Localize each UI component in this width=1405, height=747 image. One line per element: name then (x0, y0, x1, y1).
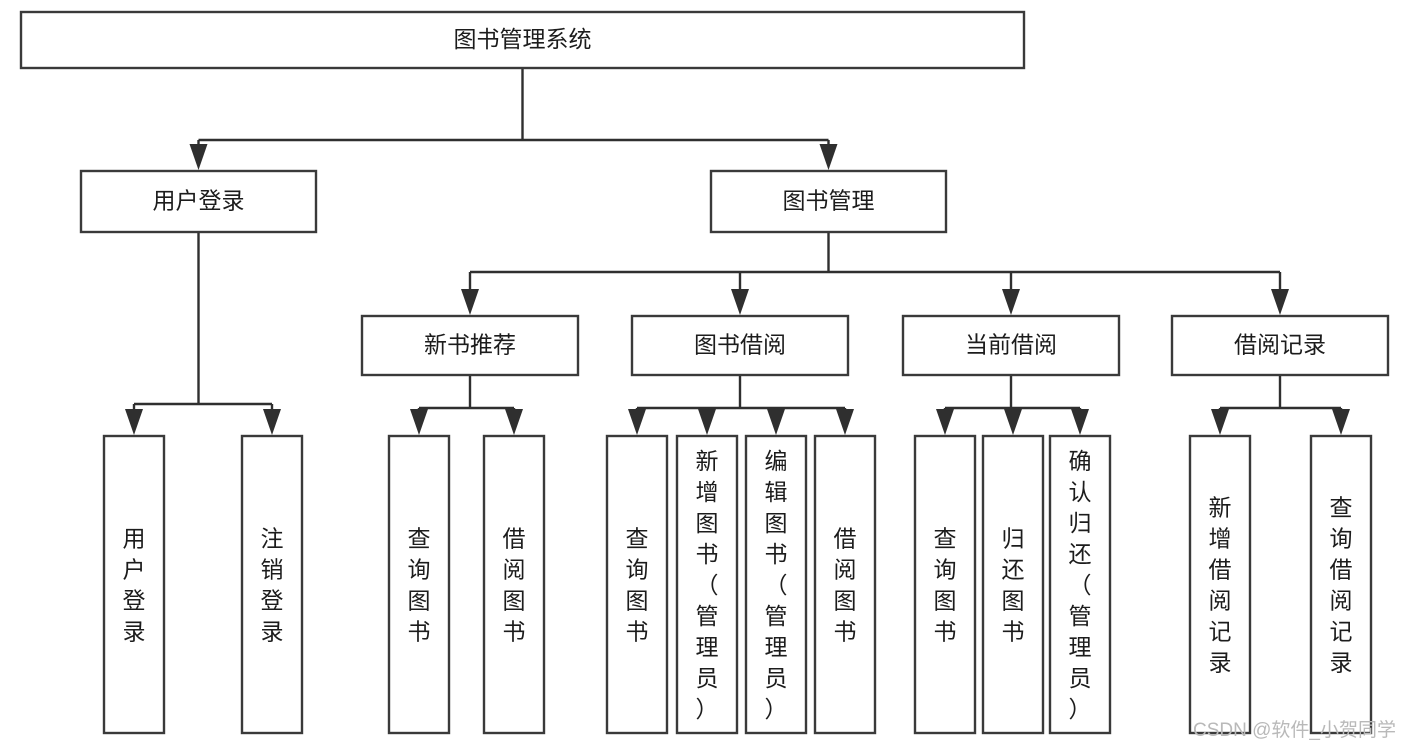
node-label: 用户登录 (123, 526, 146, 645)
arrow-head-icon (461, 289, 479, 315)
node-label: 新增图书（管理员） (696, 448, 719, 722)
node-label: 查询图书 (626, 526, 649, 645)
node-book-borrow[interactable]: 图书借阅 (630, 314, 850, 377)
node-user-login[interactable]: 用户登录 (79, 169, 318, 234)
node-box[interactable] (1188, 434, 1252, 735)
node-label: 查询图书 (408, 526, 431, 645)
arrow-head-icon (836, 409, 854, 435)
node-leaf-add-record[interactable]: 新增借阅记录 (1188, 434, 1252, 735)
node-label: 查询借阅记录 (1330, 495, 1353, 676)
arrow-head-icon (1332, 409, 1350, 435)
node-box[interactable] (482, 434, 546, 735)
node-leaf-query-record[interactable]: 查询借阅记录 (1309, 434, 1373, 735)
connector-group-user-login (125, 232, 281, 435)
node-box[interactable] (387, 434, 451, 735)
node-label: 用户登录 (153, 188, 245, 214)
connector-group-book-manage (461, 232, 1289, 315)
connector-layer (125, 68, 1350, 435)
node-leaf-query-book-2[interactable]: 查询图书 (605, 434, 669, 735)
node-label: 注销登录 (261, 526, 284, 645)
node-box[interactable] (709, 169, 948, 234)
arrow-head-icon (189, 144, 208, 170)
node-leaf-borrow-book-1[interactable]: 借阅图书 (482, 434, 546, 735)
node-label: 借阅图书 (503, 526, 526, 645)
node-leaf-query-book-3[interactable]: 查询图书 (913, 434, 977, 735)
node-leaf-return-book[interactable]: 归还图书 (981, 434, 1045, 735)
node-leaf-confirm-return[interactable]: 确认归还（管理员） (1048, 434, 1112, 735)
arrow-head-icon (1002, 289, 1020, 315)
node-label: 新书推荐 (424, 332, 516, 358)
node-box[interactable] (605, 434, 669, 735)
node-book-manage[interactable]: 图书管理 (709, 169, 948, 234)
node-box[interactable] (79, 169, 318, 234)
connector-group-root (189, 68, 838, 170)
node-label: 新增借阅记录 (1209, 495, 1232, 676)
arrow-head-icon (1271, 289, 1289, 315)
node-new-book-rec[interactable]: 新书推荐 (360, 314, 580, 377)
arrow-head-icon (410, 409, 428, 435)
node-label: 借阅图书 (834, 526, 857, 645)
node-box[interactable] (102, 434, 166, 735)
arrow-head-icon (731, 289, 749, 315)
connector-group-book-borrow (628, 375, 854, 435)
arrow-head-icon (819, 144, 838, 170)
node-leaf-query-book-1[interactable]: 查询图书 (387, 434, 451, 735)
arrow-head-icon (698, 409, 716, 435)
node-box[interactable] (981, 434, 1045, 735)
node-leaf-add-book[interactable]: 新增图书（管理员） (675, 434, 739, 735)
connector-group-new-book-rec (410, 375, 523, 435)
arrow-head-icon (263, 409, 281, 435)
node-borrow-record[interactable]: 借阅记录 (1170, 314, 1390, 377)
node-box[interactable] (813, 434, 877, 735)
watermark-label: CSDN @软件_小贺同学 (1193, 719, 1396, 741)
node-box[interactable] (1048, 434, 1112, 735)
node-box[interactable] (360, 314, 580, 377)
arrow-head-icon (936, 409, 954, 435)
arrow-head-icon (1004, 409, 1022, 435)
node-label: 借阅记录 (1234, 332, 1326, 358)
arrow-head-icon (628, 409, 646, 435)
node-box[interactable] (240, 434, 304, 735)
arrow-head-icon (767, 409, 785, 435)
node-current-borrow[interactable]: 当前借阅 (901, 314, 1121, 377)
connector-group-current-borrow (936, 375, 1089, 435)
node-leaf-borrow-book-2[interactable]: 借阅图书 (813, 434, 877, 735)
node-label: 图书管理系统 (454, 26, 592, 52)
node-root[interactable]: 图书管理系统 (19, 10, 1026, 70)
node-label: 归还图书 (1002, 526, 1025, 645)
node-label: 图书借阅 (694, 332, 786, 358)
arrow-head-icon (125, 409, 143, 435)
node-label: 当前借阅 (965, 332, 1057, 358)
node-leaf-edit-book[interactable]: 编辑图书（管理员） (744, 434, 808, 735)
node-label: 确认归还（管理员） (1069, 448, 1092, 722)
arrow-head-icon (505, 409, 523, 435)
node-box[interactable] (630, 314, 850, 377)
node-box[interactable] (913, 434, 977, 735)
node-box[interactable] (675, 434, 739, 735)
arrow-head-icon (1211, 409, 1229, 435)
node-label: 查询图书 (934, 526, 957, 645)
node-box[interactable] (1309, 434, 1373, 735)
node-box[interactable] (744, 434, 808, 735)
node-leaf-user-login[interactable]: 用户登录 (102, 434, 166, 735)
connector-group-borrow-record (1211, 375, 1350, 435)
node-label: 编辑图书（管理员） (765, 448, 788, 722)
node-box[interactable] (901, 314, 1121, 377)
arrow-head-icon (1071, 409, 1089, 435)
node-box[interactable] (19, 10, 1026, 70)
node-layer: 图书管理系统用户登录图书管理新书推荐图书借阅当前借阅借阅记录用户登录注销登录查询… (19, 10, 1390, 735)
node-leaf-user-logout[interactable]: 注销登录 (240, 434, 304, 735)
node-label: 图书管理 (783, 188, 875, 214)
node-box[interactable] (1170, 314, 1390, 377)
